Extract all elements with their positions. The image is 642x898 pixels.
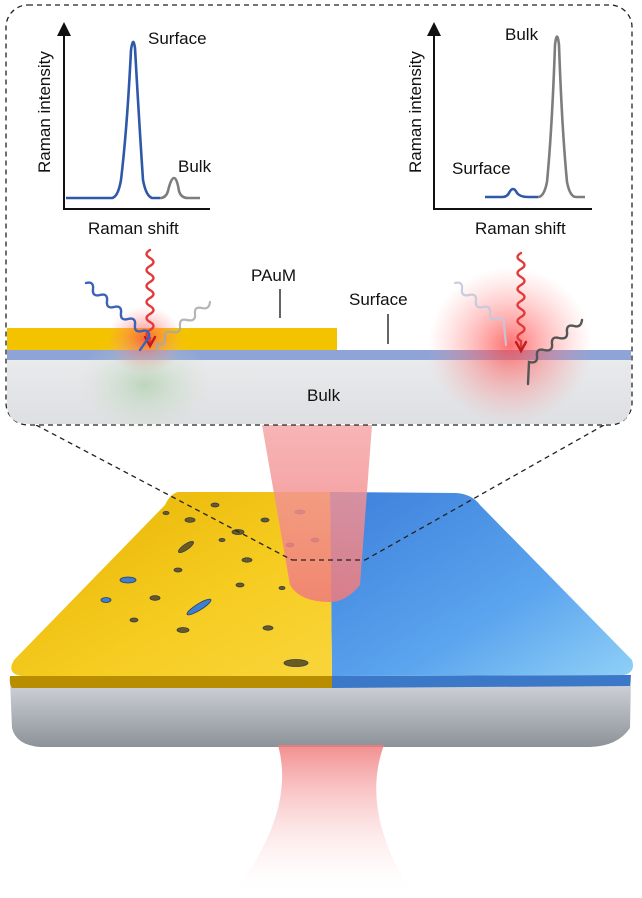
right-surface-scatter xyxy=(453,281,508,347)
substrate-slab xyxy=(9,492,633,747)
left-surface-peak xyxy=(66,40,160,200)
right-peak-minor-label: Surface xyxy=(452,159,511,178)
left-peak-major-label: Surface xyxy=(148,29,207,48)
right-red-glow xyxy=(428,267,592,423)
right-spectrum-plot: Raman intensity Raman shift Bulk Surface xyxy=(406,22,592,238)
pau-m-label: PAuM xyxy=(251,266,296,285)
laser-beam-lower xyxy=(236,745,410,890)
callout-lines xyxy=(35,424,605,561)
laser-beam-upper xyxy=(262,425,372,602)
left-bulk-scatter xyxy=(155,300,212,357)
left-y-arrow-head xyxy=(57,22,71,36)
right-xlabel: Raman shift xyxy=(475,219,566,238)
right-ylabel: Raman intensity xyxy=(406,51,425,173)
left-photons xyxy=(84,248,212,357)
left-incident-laser xyxy=(145,248,155,347)
right-bulk-peak xyxy=(537,35,585,199)
surface-layer-label: Surface xyxy=(349,290,408,309)
surface-layer xyxy=(7,350,631,360)
blue-edge-strip xyxy=(332,675,631,688)
right-y-arrow-head xyxy=(427,22,441,36)
inset-panel: PAuM Surface Bulk Raman intensity Raman … xyxy=(5,4,633,435)
gold-edge-strip xyxy=(9,676,332,688)
left-xlabel: Raman shift xyxy=(88,219,179,238)
laser-beam xyxy=(236,425,410,890)
right-bulk-scatter xyxy=(526,318,584,386)
slab-side-face xyxy=(10,678,631,747)
right-peak-major-label: Bulk xyxy=(505,25,539,44)
left-surface-scatter xyxy=(84,281,151,352)
right-photons xyxy=(453,251,584,386)
bulk-layer-label: Bulk xyxy=(307,386,341,405)
left-spectrum-plot: Raman intensity Raman shift Surface Bulk xyxy=(35,22,212,238)
gold-film-top xyxy=(11,492,332,676)
left-ylabel: Raman intensity xyxy=(35,51,54,173)
left-peak-minor-label: Bulk xyxy=(178,157,212,176)
right-incident-laser xyxy=(516,251,526,352)
left-bulk-peak xyxy=(159,176,200,200)
blue-substrate-top xyxy=(330,492,633,676)
right-surface-peak xyxy=(485,187,538,199)
left-green-glow xyxy=(75,335,215,435)
